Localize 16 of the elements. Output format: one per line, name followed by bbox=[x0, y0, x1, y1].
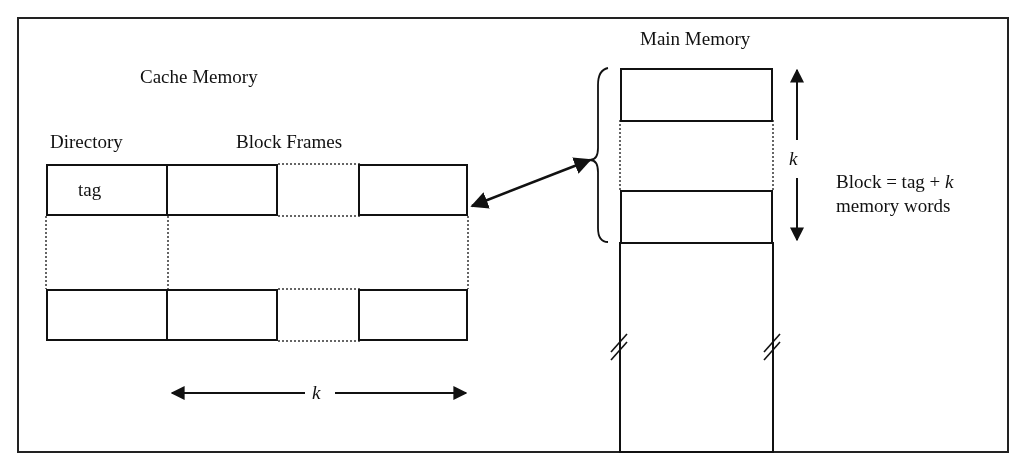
block-frame-cell bbox=[166, 289, 278, 341]
annotation-text: Block = tag + k memory words bbox=[836, 170, 955, 218]
section-title: Cache Memory bbox=[140, 66, 258, 88]
tag-cell: tag bbox=[46, 164, 168, 216]
tag-cell bbox=[46, 289, 168, 341]
dimension-label: k bbox=[312, 382, 321, 404]
memory-block bbox=[620, 68, 773, 122]
dimension-label: k bbox=[789, 148, 798, 170]
double-arrow bbox=[470, 157, 592, 209]
block-frame-cell bbox=[166, 164, 278, 216]
column-heading: Directory bbox=[50, 131, 123, 153]
column-heading: Block Frames bbox=[236, 131, 343, 153]
section-title: Main Memory bbox=[640, 28, 751, 50]
block-frame-cell bbox=[358, 164, 468, 216]
block-frame-cell bbox=[358, 289, 468, 341]
memory-block bbox=[620, 190, 773, 244]
